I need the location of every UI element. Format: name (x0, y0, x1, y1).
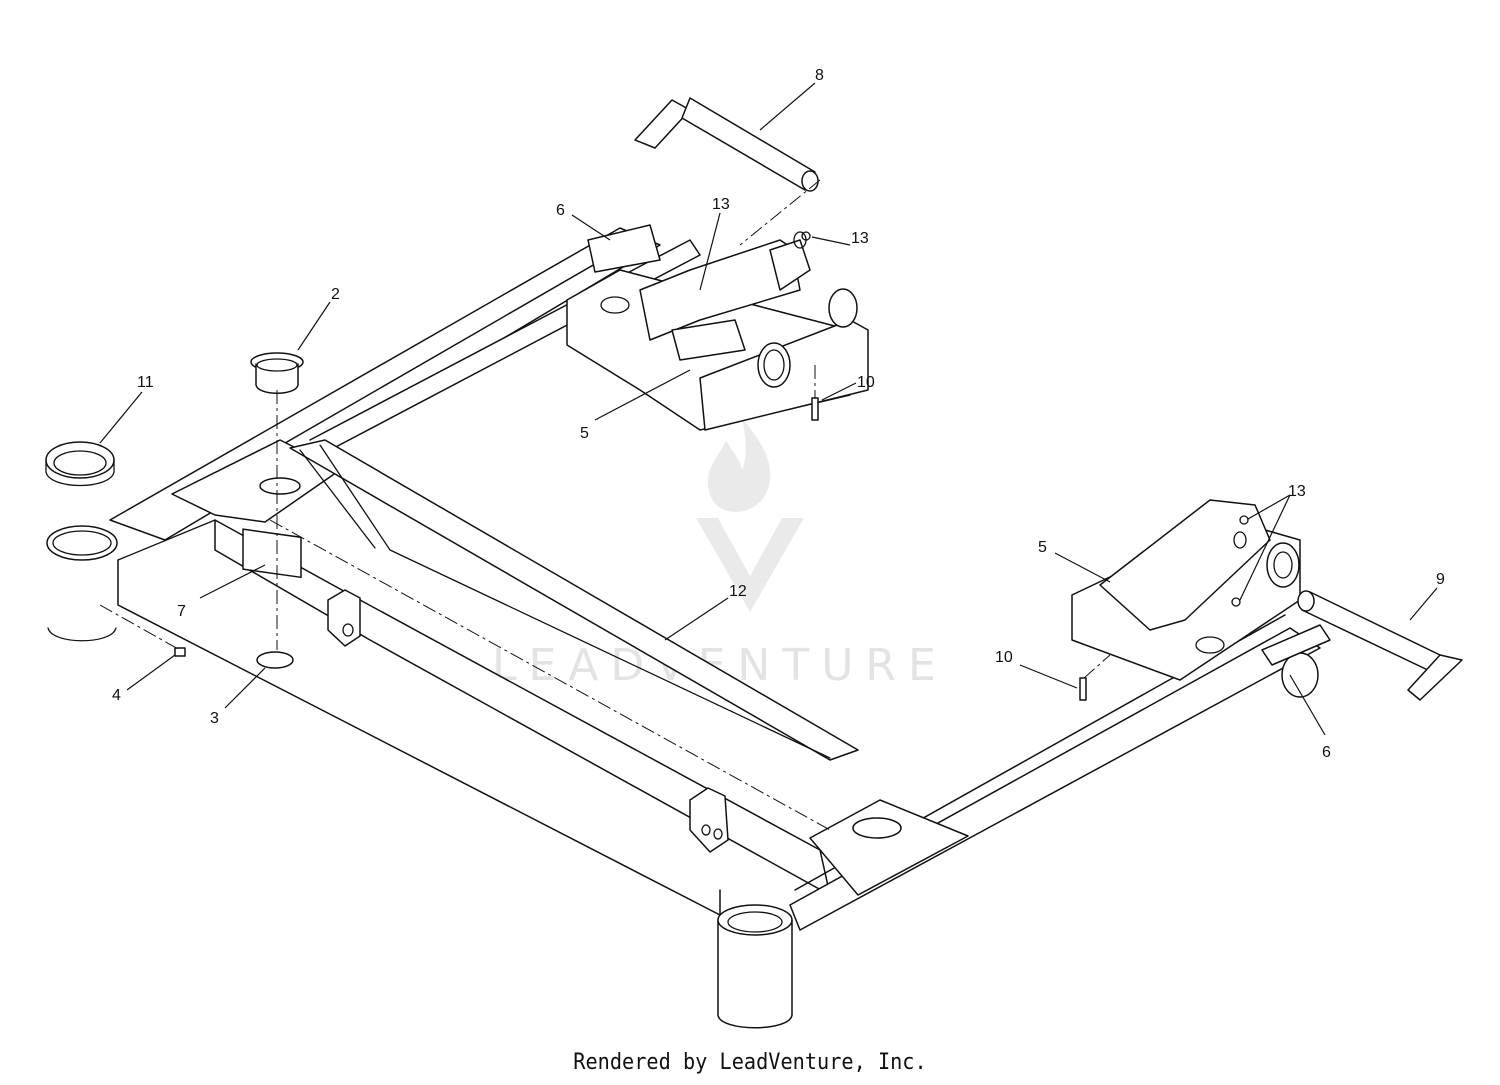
callout-13: 13 (712, 196, 730, 213)
callout-10: 10 (995, 649, 1013, 666)
roll-pin-lower (1079, 677, 1087, 701)
deck-lift-pin-upper (634, 97, 819, 192)
callout-6: 6 (1322, 744, 1331, 761)
callout-5: 5 (1038, 539, 1047, 556)
bushing-cap (45, 441, 115, 487)
lower-lift-bracket (1071, 499, 1331, 698)
render-credit: Rendered by LeadVenture, Inc. (573, 1050, 927, 1075)
callout-6: 6 (556, 202, 565, 219)
callout-7: 7 (177, 603, 186, 620)
callout-labels: 8 6 13 13 2 11 10 5 13 5 9 7 12 10 4 3 6 (112, 67, 1445, 761)
callout-8: 8 (815, 67, 824, 84)
callout-11: 11 (137, 374, 154, 391)
grease-fitting (174, 647, 186, 657)
callout-13: 13 (851, 230, 869, 247)
callout-4: 4 (112, 687, 121, 704)
snap-ring (256, 651, 294, 669)
plug (250, 352, 304, 394)
callout-5: 5 (580, 425, 589, 442)
deck-lift-pin-right (1297, 590, 1463, 701)
callout-3: 3 (210, 710, 219, 727)
callout-10: 10 (857, 374, 875, 391)
callout-9: 9 (1436, 571, 1445, 588)
watermark-logo: LEADVENTURE (492, 418, 936, 691)
main-frame (47, 227, 1321, 1029)
assembly-centerlines (99, 179, 1111, 831)
callout-2: 2 (331, 286, 340, 303)
roll-pin-upper (811, 397, 819, 421)
callout-12: 12 (729, 583, 747, 600)
callout-leaders (99, 82, 1438, 736)
bearing-ring (46, 525, 118, 561)
callout-13: 13 (1288, 483, 1306, 500)
hairpin-clip (801, 231, 811, 241)
